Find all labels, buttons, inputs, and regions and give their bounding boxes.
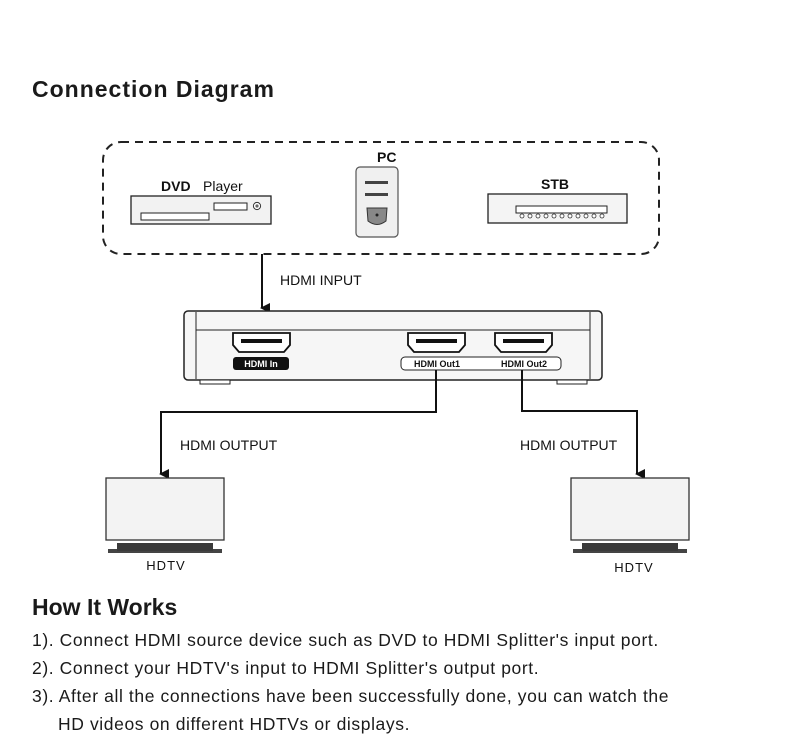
step-3: 3). After all the connections have been … [32, 686, 670, 706]
stb-button-dot [535, 213, 541, 219]
hdtv-left: HDTV [105, 477, 225, 573]
hdmi-out-badge [400, 356, 562, 371]
page-title: Connection Diagram [32, 76, 275, 102]
hdmi-in-label: HDMI In [244, 359, 278, 369]
step-1: 1). Connect HDMI source device such as D… [32, 630, 659, 650]
hdmi-output-right-label: HDMI OUTPUT [520, 437, 618, 453]
pc-label: PC [377, 149, 396, 165]
hdmi-out1-label: HDMI Out1 [414, 359, 460, 369]
dvd-label-bold: DVD [161, 178, 191, 194]
hdmi-output-left-arrow [159, 370, 437, 479]
stb-button-dot [527, 213, 533, 219]
hdmi-input-label: HDMI INPUT [280, 272, 362, 288]
stb-button-dot [567, 213, 573, 219]
tv-screen-icon [570, 477, 690, 541]
dvd-player: DVD Player [130, 178, 272, 225]
step-3-continued: HD videos on different HDTVs or displays… [58, 714, 411, 734]
connection-diagram: DVD Player PC STB HDMI INPUT [102, 141, 690, 575]
stb: STB [487, 176, 628, 224]
hdmi-splitter: HDMI In HDMI Out1 HDMI Out2 [183, 310, 603, 385]
stb-button-dot [583, 213, 589, 219]
stb-button-dot [551, 213, 557, 219]
stb-button-dot [599, 213, 605, 219]
hdmi-output-right-arrow [521, 370, 645, 479]
hdtv-right-label: HDTV [614, 560, 653, 575]
how-it-works-title: How It Works [32, 594, 178, 620]
dvd-label-rest: Player [203, 178, 243, 194]
hdtv-left-label: HDTV [146, 558, 185, 573]
stb-button-dot [559, 213, 565, 219]
stb-button-dot [519, 213, 525, 219]
pc: PC [355, 149, 399, 238]
tv-screen-icon [105, 477, 225, 541]
stb-button-dot [543, 213, 549, 219]
hdmi-output-left-label: HDMI OUTPUT [180, 437, 278, 453]
source-devices-group [102, 141, 660, 255]
hdmi-in-badge [233, 357, 289, 370]
pc-tower-icon [355, 166, 399, 238]
hdtv-right: HDTV [570, 477, 690, 575]
step-2: 2). Connect your HDTV's input to HDMI Sp… [32, 658, 540, 678]
hdmi-out2-label: HDMI Out2 [501, 359, 547, 369]
stb-label: STB [541, 176, 569, 192]
stb-button-dot [591, 213, 597, 219]
stb-button-dot [575, 213, 581, 219]
